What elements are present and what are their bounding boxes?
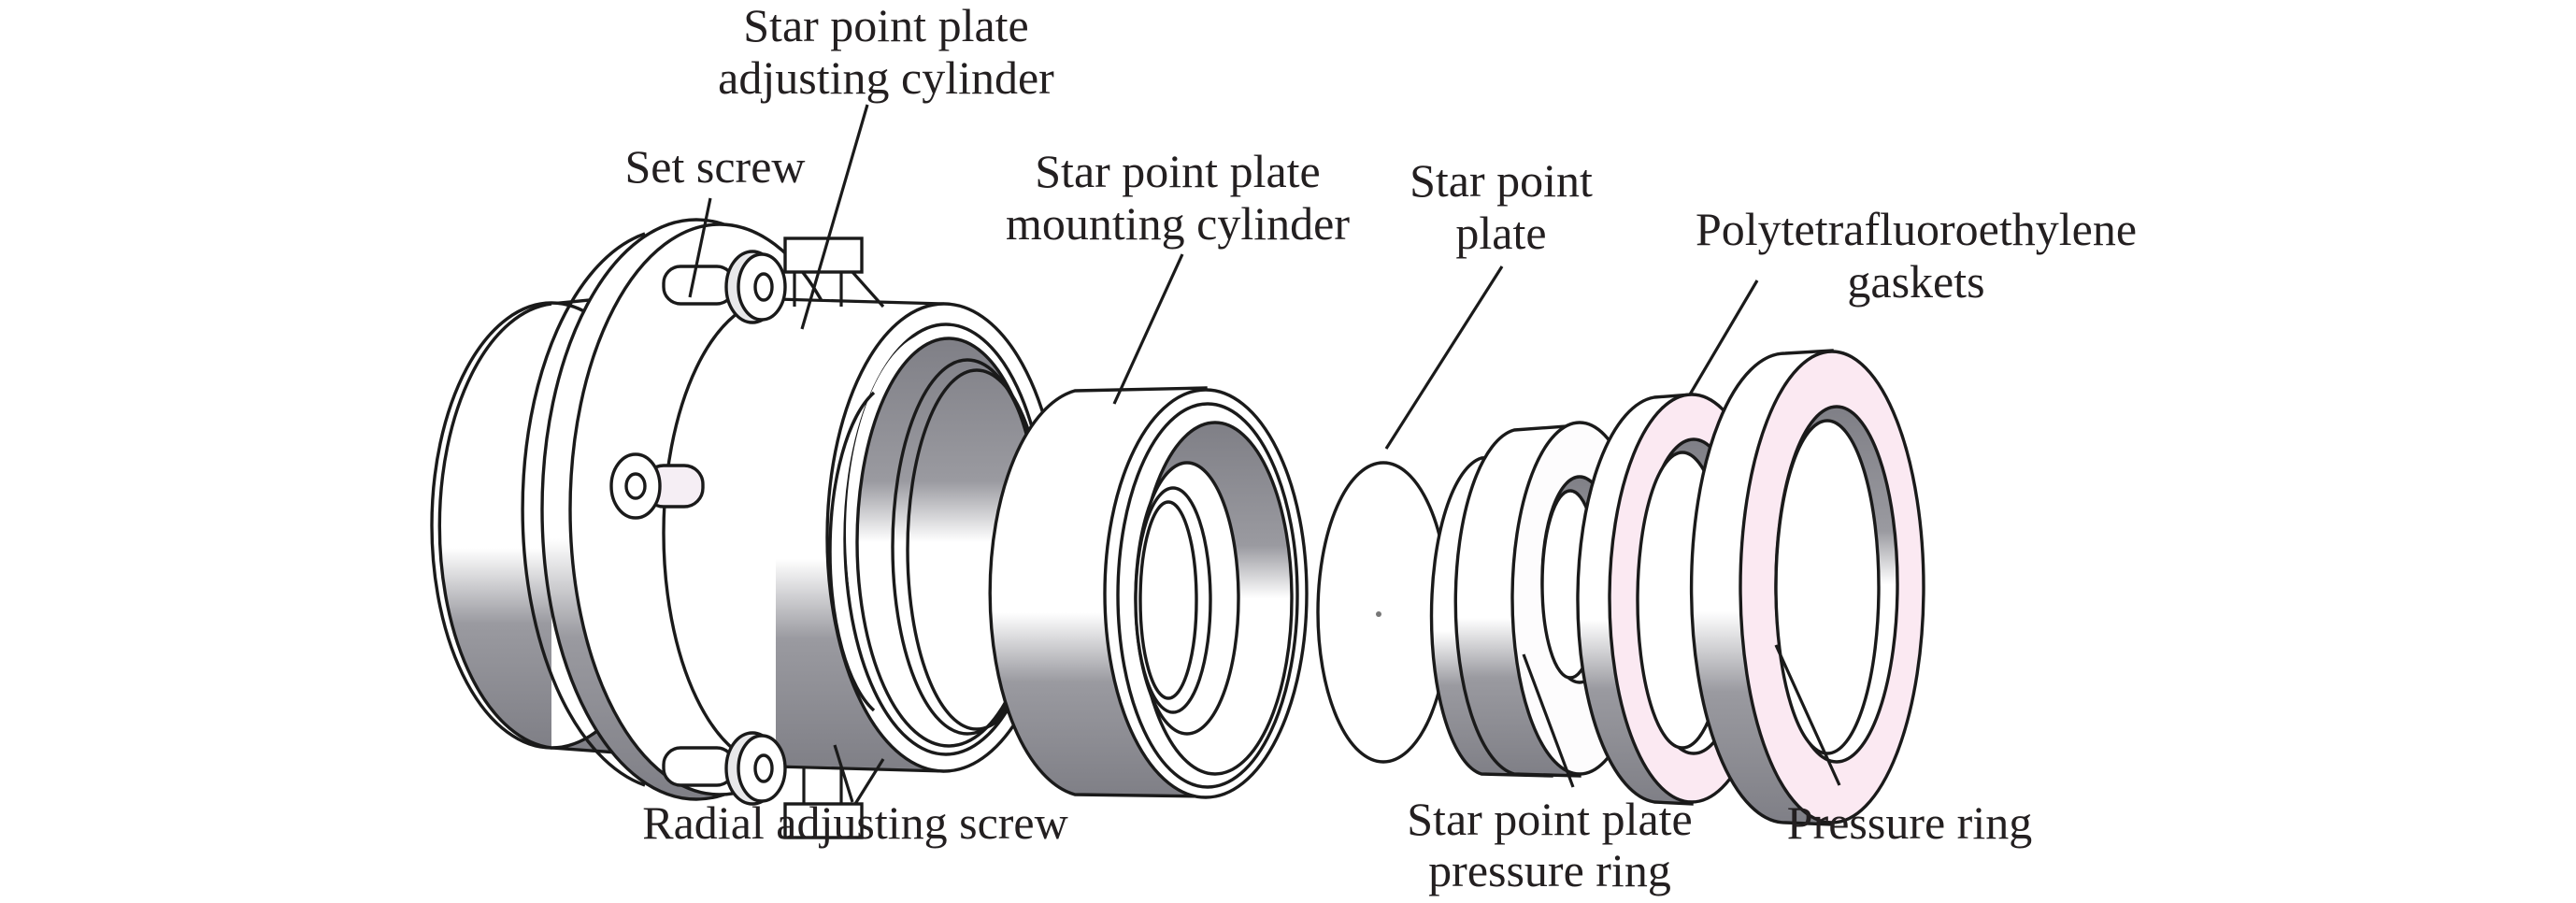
label-plate-pressure-ring-line1: Star point plate	[1407, 793, 1693, 845]
star-point-plate	[1316, 461, 1451, 764]
label-pressure-ring: Pressure ring	[1787, 796, 2032, 849]
set-screw-middle	[609, 452, 705, 520]
leader-adjusting-cylinder	[800, 104, 869, 330]
label-adjusting-cylinder-line1: Star point plate	[743, 0, 1029, 51]
label-mounting-cylinder-line2: mounting cylinder	[1006, 197, 1350, 250]
mounting-cylinder	[988, 386, 1309, 799]
radial-screw-bottom	[783, 758, 885, 839]
label-star-point-plate-line1: Star point	[1410, 154, 1593, 207]
leader-pressure-ring	[1774, 644, 1841, 786]
pressure-ring	[1689, 349, 1925, 826]
leader-star-point-plate	[1384, 265, 1504, 450]
leader-plate-pressure-ring	[1522, 653, 1575, 788]
labels: Star point plate adjusting cylinder Set …	[625, 0, 2138, 896]
label-mounting-cylinder-line1: Star point plate	[1035, 145, 1321, 197]
leader-ptfe-gaskets	[1688, 280, 1759, 395]
housing-assembly	[430, 218, 1063, 839]
label-star-point-plate-line2: plate	[1455, 207, 1546, 259]
label-plate-pressure-ring-line2: pressure ring	[1428, 844, 1671, 896]
label-ptfe-gaskets-line1: Polytetrafluoroethylene	[1696, 203, 2137, 255]
leader-mounting-cylinder	[1112, 253, 1184, 405]
set-screw-top	[662, 250, 787, 324]
label-adjusting-cylinder-line2: adjusting cylinder	[718, 51, 1054, 104]
label-set-screw: Set screw	[625, 140, 806, 193]
leader-lines	[688, 104, 1841, 803]
hex-socket-icon	[753, 272, 774, 302]
label-ptfe-gaskets-line2: gaskets	[1847, 255, 1984, 308]
leader-radial-screw	[833, 744, 854, 803]
set-screw-bottom	[662, 731, 787, 806]
leader-set-screw	[688, 197, 712, 298]
hex-socket-icon	[753, 753, 774, 783]
label-radial-screw: Radial adjusting screw	[642, 796, 1067, 849]
hex-socket-icon	[624, 472, 647, 500]
